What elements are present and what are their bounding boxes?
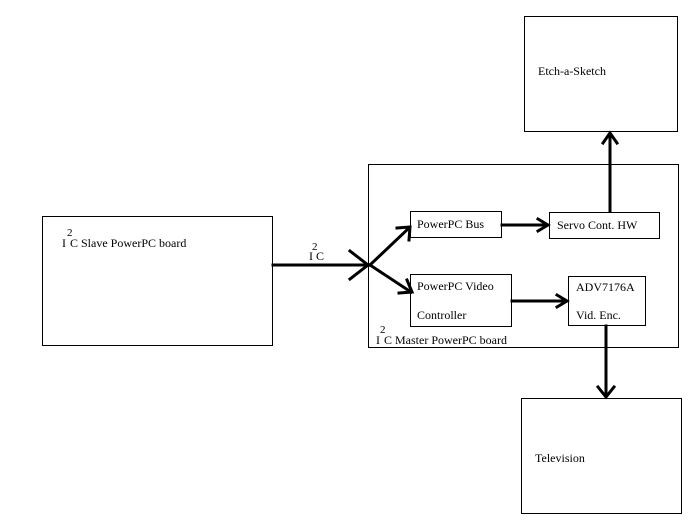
- slave-powerpc-board: [42, 216, 273, 346]
- television-label: Television: [535, 451, 585, 465]
- slave-board-label: C Slave PowerPC board: [70, 236, 187, 250]
- servo-controller-block: [549, 212, 660, 239]
- powerpc-bus-label: PowerPC Bus: [417, 217, 485, 231]
- video-controller-line1: PowerPC Video: [417, 279, 494, 293]
- television-block: [521, 398, 682, 514]
- video-controller-line2: Controller: [417, 308, 467, 322]
- master-i2c-letter: I: [376, 333, 380, 347]
- etch-a-sketch-block: [524, 16, 678, 132]
- video-controller-block: [410, 274, 512, 327]
- arrow-to-video-controller: [367, 262, 414, 295]
- video-encoder-line1: ADV7176A: [576, 280, 635, 294]
- video-encoder-block: [568, 276, 646, 326]
- video-encoder-line2: Vid. Enc.: [576, 308, 621, 322]
- servo-controller-label: Servo Cont. HW: [557, 218, 638, 232]
- link-i2c-label: I C: [309, 249, 324, 263]
- master-powerpc-board: [368, 164, 679, 348]
- etch-a-sketch-label: Etch-a-Sketch: [538, 64, 606, 78]
- link-i2c-superscript: 2: [312, 241, 318, 253]
- master-i2c-superscript: 2: [380, 324, 386, 336]
- slave-i2c-superscript: 2: [67, 227, 73, 239]
- master-board-label: C Master PowerPC board: [384, 333, 507, 347]
- powerpc-bus-block: [410, 211, 502, 238]
- slave-i2c-letter: I: [62, 236, 66, 250]
- arrow-to-powerpc-bus: [367, 225, 412, 268]
